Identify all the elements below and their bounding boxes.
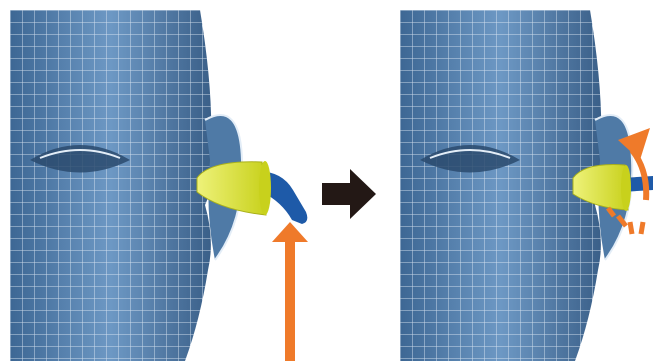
panel-after <box>400 10 653 361</box>
push-up-arrow <box>272 222 308 361</box>
head-illustration-right <box>400 10 653 361</box>
head-illustration-left <box>10 10 310 361</box>
panel-before <box>10 10 310 361</box>
step-arrow <box>320 163 380 223</box>
